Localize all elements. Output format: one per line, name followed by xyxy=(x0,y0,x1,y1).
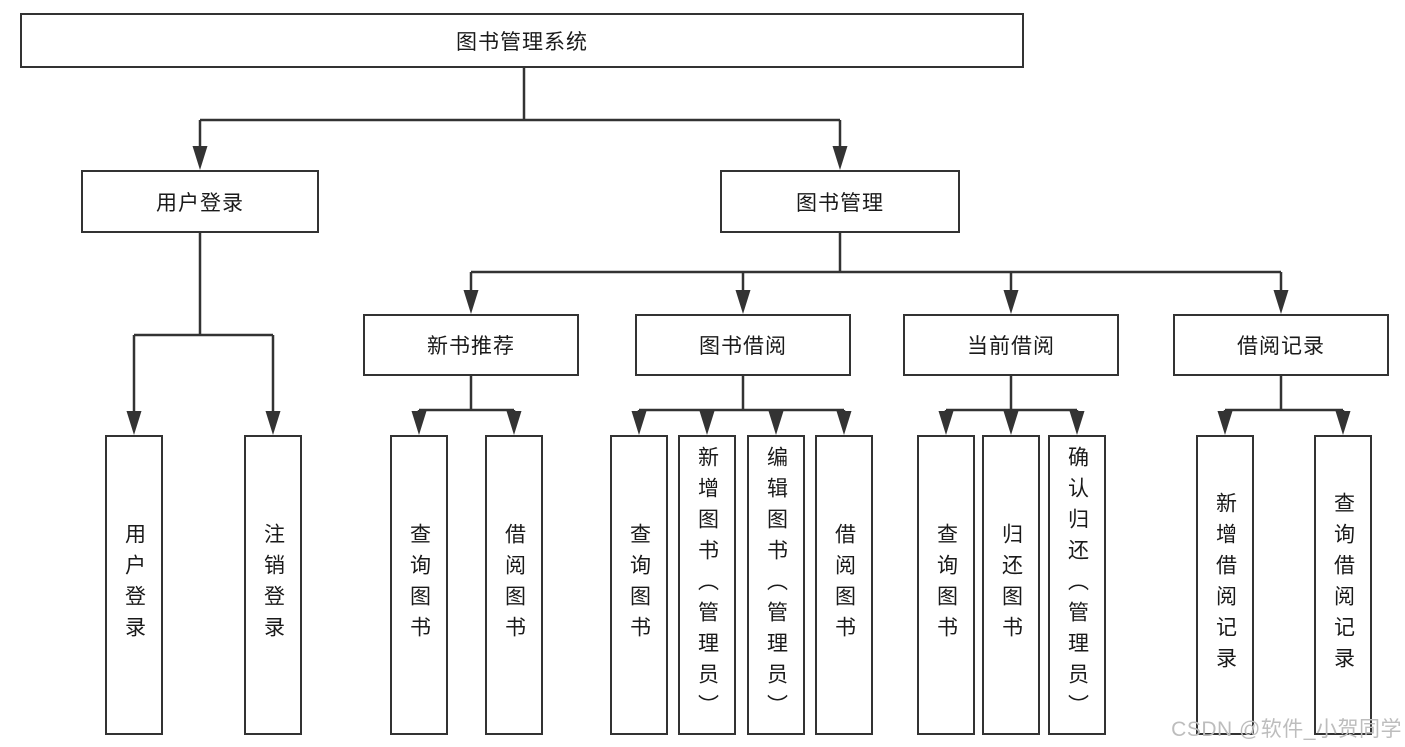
connector-root-to-level2 xyxy=(192,68,848,170)
connector-bookborrow-to-leaves xyxy=(631,376,852,435)
leaf-current-return-books: 归还图书 xyxy=(982,435,1040,735)
leaf-newbooks-borrow-books: 借阅图书 xyxy=(485,435,543,735)
arrowhead-down xyxy=(1273,290,1289,314)
leaf-borrowing-borrow-books-label: 借阅图书 xyxy=(832,523,856,647)
arrowhead-down xyxy=(1003,290,1019,314)
arrowhead-down xyxy=(1335,411,1351,435)
leaf-records-add-record: 新增借阅记录 xyxy=(1196,435,1254,735)
node-book-management: 图书管理 xyxy=(720,170,960,233)
leaf-records-query-record: 查询借阅记录 xyxy=(1314,435,1372,735)
node-borrow-records-label: 借阅记录 xyxy=(1237,335,1325,358)
node-library-system-root-label: 图书管理系统 xyxy=(456,30,588,54)
leaf-borrowing-edit-books-admin-label: 编辑图书（管理员） xyxy=(764,445,788,725)
arrowhead-down xyxy=(126,411,142,435)
node-user-login: 用户登录 xyxy=(81,170,319,233)
leaf-current-return-books-label: 归还图书 xyxy=(999,523,1023,647)
node-new-book-recommend-label: 新书推荐 xyxy=(427,335,515,358)
leaf-borrowing-add-books-admin: 新增图书（管理员） xyxy=(678,435,736,735)
node-book-borrowing: 图书借阅 xyxy=(635,314,851,376)
leaf-borrowing-add-books-admin-label: 新增图书（管理员） xyxy=(695,445,719,725)
leaf-current-query-books-label: 查询图书 xyxy=(934,523,958,647)
arrowhead-down xyxy=(1217,411,1233,435)
arrowhead-down xyxy=(836,411,852,435)
connector-currentborrow-to-leaves xyxy=(938,376,1085,435)
node-current-borrowing-label: 当前借阅 xyxy=(967,335,1055,358)
node-library-system-root: 图书管理系统 xyxy=(20,13,1024,68)
arrowhead-down xyxy=(699,411,715,435)
connector-userlogin-to-leaves xyxy=(126,233,281,435)
arrowhead-down xyxy=(1069,411,1085,435)
node-current-borrowing: 当前借阅 xyxy=(903,314,1119,376)
node-book-borrowing-label: 图书借阅 xyxy=(699,335,787,358)
leaf-borrowing-borrow-books: 借阅图书 xyxy=(815,435,873,735)
connector-bookmgmt-to-level3 xyxy=(463,233,1289,314)
node-new-book-recommend: 新书推荐 xyxy=(363,314,579,376)
leaf-logout: 注销登录 xyxy=(244,435,302,735)
leaf-records-add-record-label: 新增借阅记录 xyxy=(1213,492,1237,678)
leaf-borrowing-query-books: 查询图书 xyxy=(610,435,668,735)
arrowhead-down xyxy=(768,411,784,435)
arrowhead-down xyxy=(832,146,848,170)
leaf-borrowing-query-books-label: 查询图书 xyxy=(627,523,651,647)
leaf-current-query-books: 查询图书 xyxy=(917,435,975,735)
arrowhead-down xyxy=(463,290,479,314)
arrowhead-down xyxy=(735,290,751,314)
arrowhead-down xyxy=(265,411,281,435)
arrowhead-down xyxy=(631,411,647,435)
arrowhead-down xyxy=(192,146,208,170)
arrowhead-down xyxy=(938,411,954,435)
csdn-watermark: CSDN @软件_小贺同学 xyxy=(1171,718,1402,741)
node-user-login-label: 用户登录 xyxy=(156,191,244,215)
arrowhead-down xyxy=(1003,411,1019,435)
leaf-records-query-record-label: 查询借阅记录 xyxy=(1331,492,1355,678)
leaf-user-login-label: 用户登录 xyxy=(122,523,146,647)
connector-newbooks-to-leaves xyxy=(411,376,522,435)
arrowhead-down xyxy=(506,411,522,435)
leaf-newbooks-query-books: 查询图书 xyxy=(390,435,448,735)
leaf-borrowing-edit-books-admin: 编辑图书（管理员） xyxy=(747,435,805,735)
leaf-current-confirm-return-admin: 确认归还（管理员） xyxy=(1048,435,1106,735)
connector-borrowrecords-to-leaves xyxy=(1217,376,1351,435)
node-borrow-records: 借阅记录 xyxy=(1173,314,1389,376)
leaf-newbooks-query-books-label: 查询图书 xyxy=(407,523,431,647)
leaf-current-confirm-return-admin-label: 确认归还（管理员） xyxy=(1065,445,1089,725)
leaf-user-login: 用户登录 xyxy=(105,435,163,735)
leaf-newbooks-borrow-books-label: 借阅图书 xyxy=(502,523,526,647)
node-book-management-label: 图书管理 xyxy=(796,191,884,215)
leaf-logout-label: 注销登录 xyxy=(261,523,285,647)
arrowhead-down xyxy=(411,411,427,435)
